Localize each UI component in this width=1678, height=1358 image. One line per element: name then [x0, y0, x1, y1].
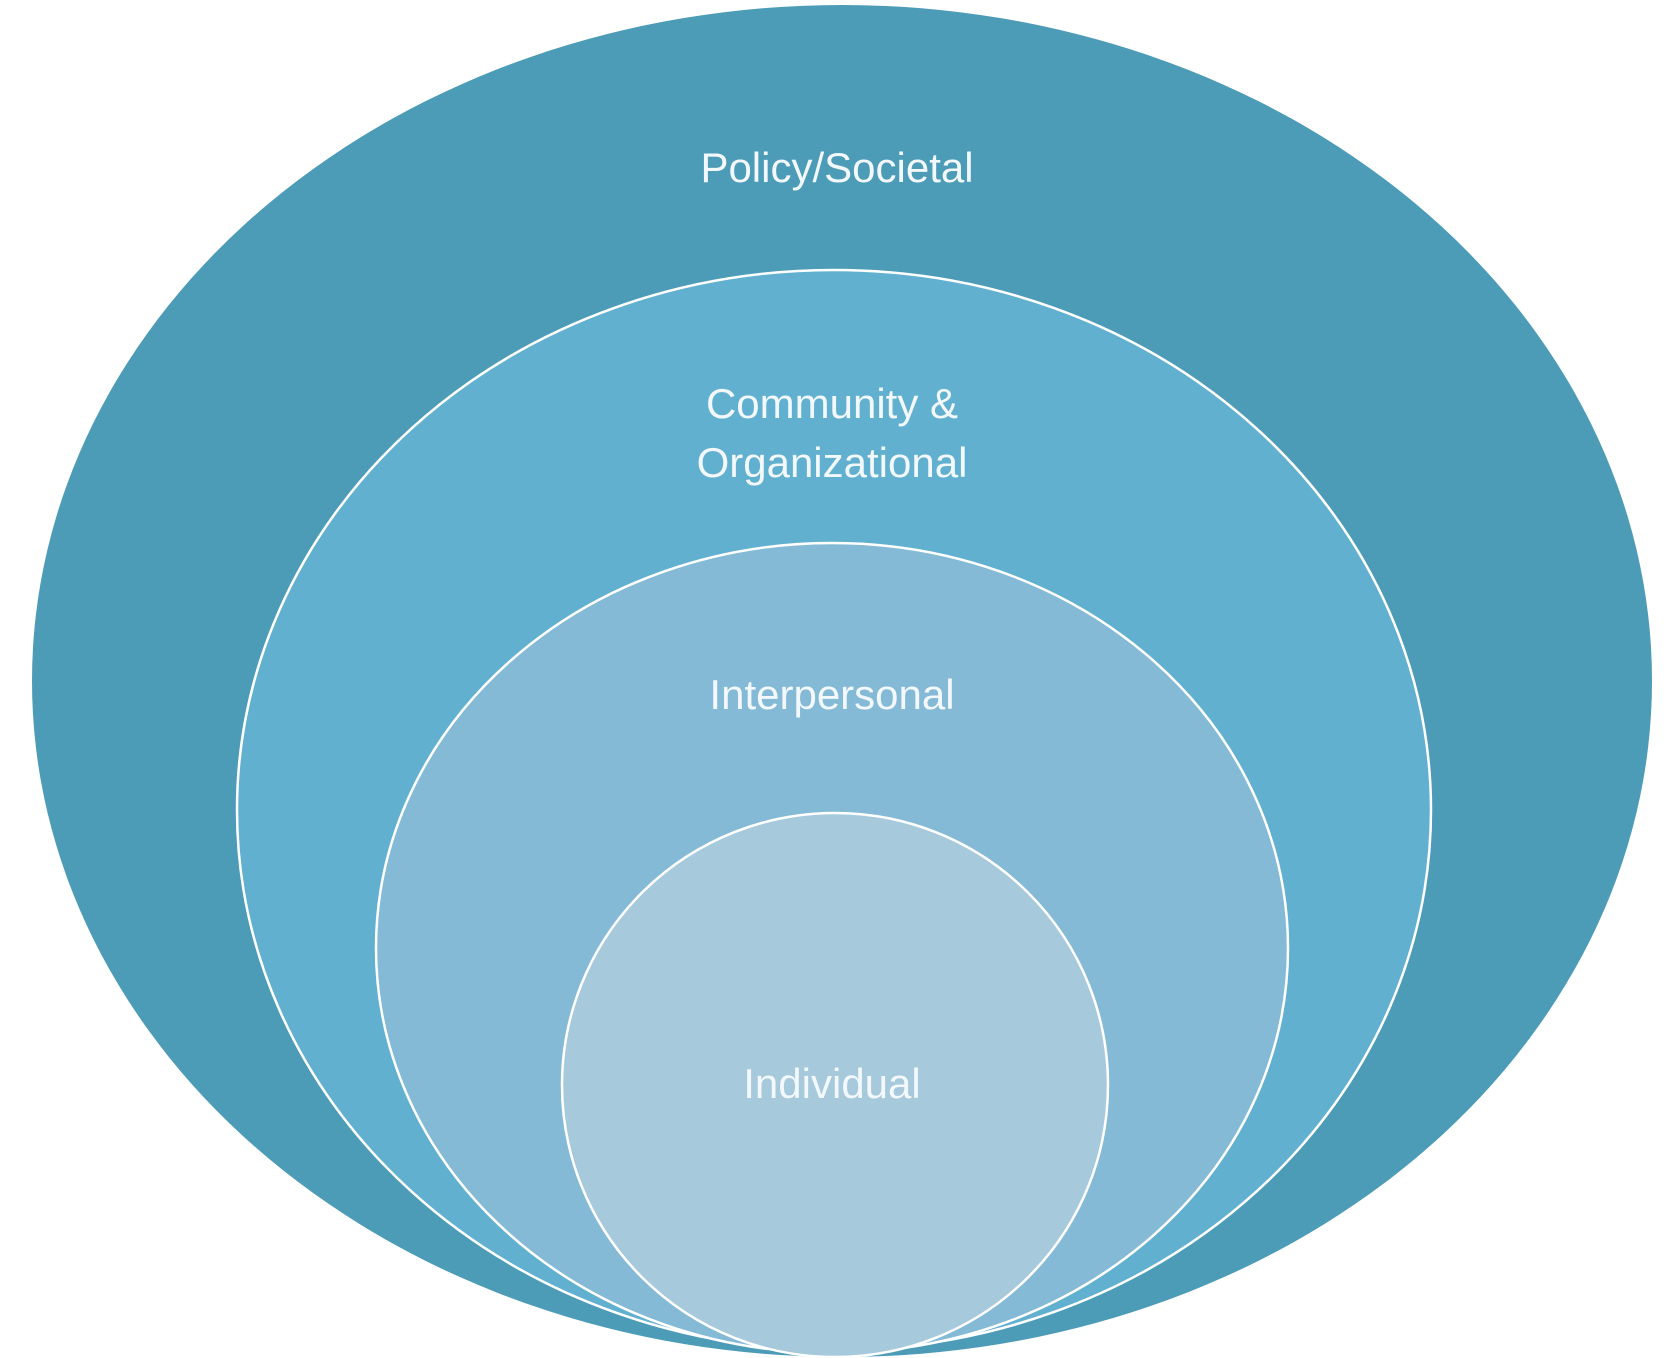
label-interpersonal: Interpersonal — [709, 671, 954, 718]
label-policy-societal: Policy/Societal — [700, 144, 973, 191]
label-community-line2: Organizational — [697, 439, 968, 486]
label-individual: Individual — [743, 1060, 920, 1107]
label-community-line1: Community & — [706, 380, 958, 427]
level-individual — [560, 811, 1110, 1358]
